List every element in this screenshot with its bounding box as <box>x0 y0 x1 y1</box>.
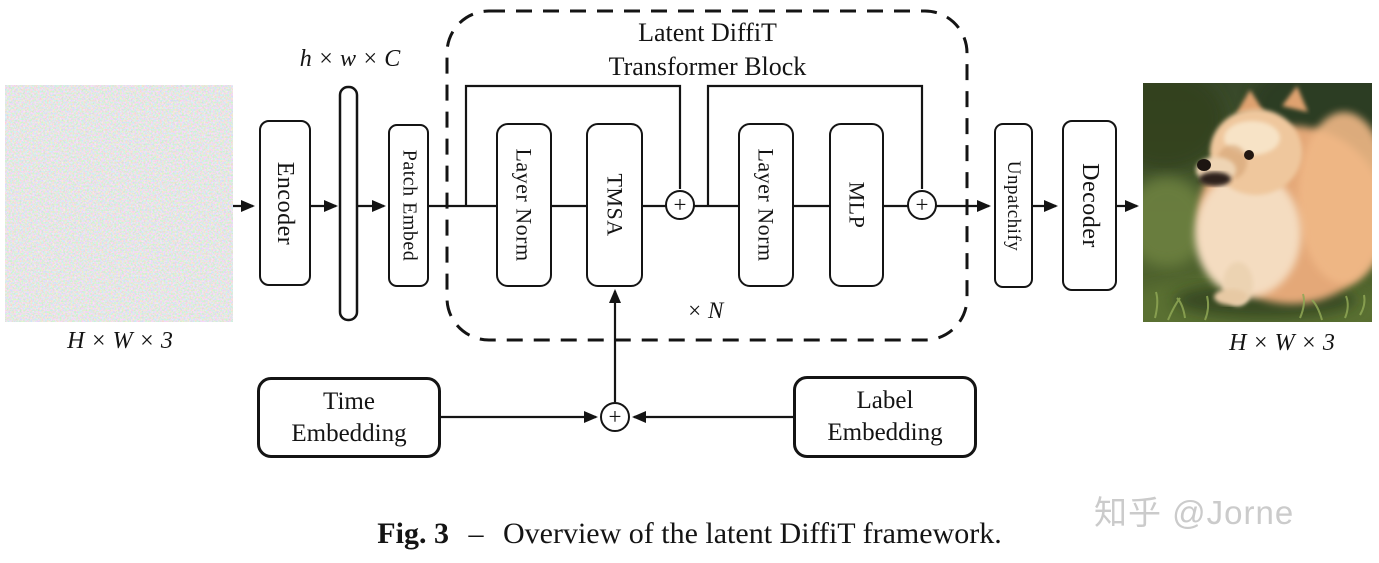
mlp-label: MLP <box>844 181 870 229</box>
time-embedding-line1: Time <box>323 387 375 415</box>
figure-number: Fig. 3 <box>377 517 449 550</box>
condition-add: + <box>600 402 630 432</box>
decoder-label: Decoder <box>1077 163 1103 248</box>
tmsa-node: TMSA <box>586 123 643 287</box>
layer-norm-1-node: Layer Norm <box>496 123 552 287</box>
skip-connection-1 <box>464 84 682 206</box>
transformer-block-border <box>445 9 969 342</box>
output-dims-label: H × W × 3 <box>1229 330 1335 356</box>
grass-blades <box>1154 291 1366 321</box>
repeat-count-label: × N <box>686 298 724 323</box>
label-embedding-line2: Embedding <box>827 419 943 446</box>
time-embedding-node: Time Embedding <box>257 377 441 458</box>
layer-norm-1-label: Layer Norm <box>512 148 537 262</box>
layer-norm-2-node: Layer Norm <box>738 123 794 287</box>
latent-tensor-bar <box>338 85 359 322</box>
unpatchify-node: Unpatchify <box>994 123 1033 288</box>
decoder-node: Decoder <box>1062 120 1117 291</box>
mlp-node: MLP <box>829 123 884 287</box>
noise-image <box>5 85 233 322</box>
block-title-line2: Transformer Block <box>608 52 807 82</box>
block-title: Latent DiffiT Transformer Block <box>555 16 860 85</box>
patch-embed-label: Patch Embed <box>398 149 420 262</box>
patch-embed-node: Patch Embed <box>388 124 429 287</box>
encoder-node: Encoder <box>259 120 311 286</box>
block-title-line1: Latent DiffiT <box>638 18 777 47</box>
noise-dims-label: H × W × 3 <box>67 328 173 354</box>
figure-caption: Fig. 3 – Overview of the latent DiffiT f… <box>0 517 1379 551</box>
label-embedding-node: Label Embedding <box>793 376 977 458</box>
plus-icon: + <box>915 191 929 217</box>
unpatchify-label: Unpatchify <box>1003 160 1025 251</box>
flow-lines <box>233 84 1139 423</box>
skip-connection-2 <box>706 84 924 206</box>
label-embedding-line1: Label <box>856 387 914 414</box>
layer-norm-2-label: Layer Norm <box>754 148 779 262</box>
dog-image <box>1143 83 1372 322</box>
tmsa-label: TMSA <box>602 173 628 237</box>
encoder-label: Encoder <box>272 161 299 245</box>
residual-add-2: + <box>907 190 937 220</box>
plus-icon: + <box>608 403 622 429</box>
time-embedding-line2: Embedding <box>291 419 407 447</box>
caption-separator: – <box>468 517 484 550</box>
residual-add-1: + <box>665 190 695 220</box>
watermark: 知乎 @Jorne <box>1094 494 1295 531</box>
latent-dims-label: h × w × C <box>299 46 401 72</box>
caption-text: Overview of the latent DiffiT framework. <box>502 517 1002 550</box>
plus-icon: + <box>673 191 687 217</box>
